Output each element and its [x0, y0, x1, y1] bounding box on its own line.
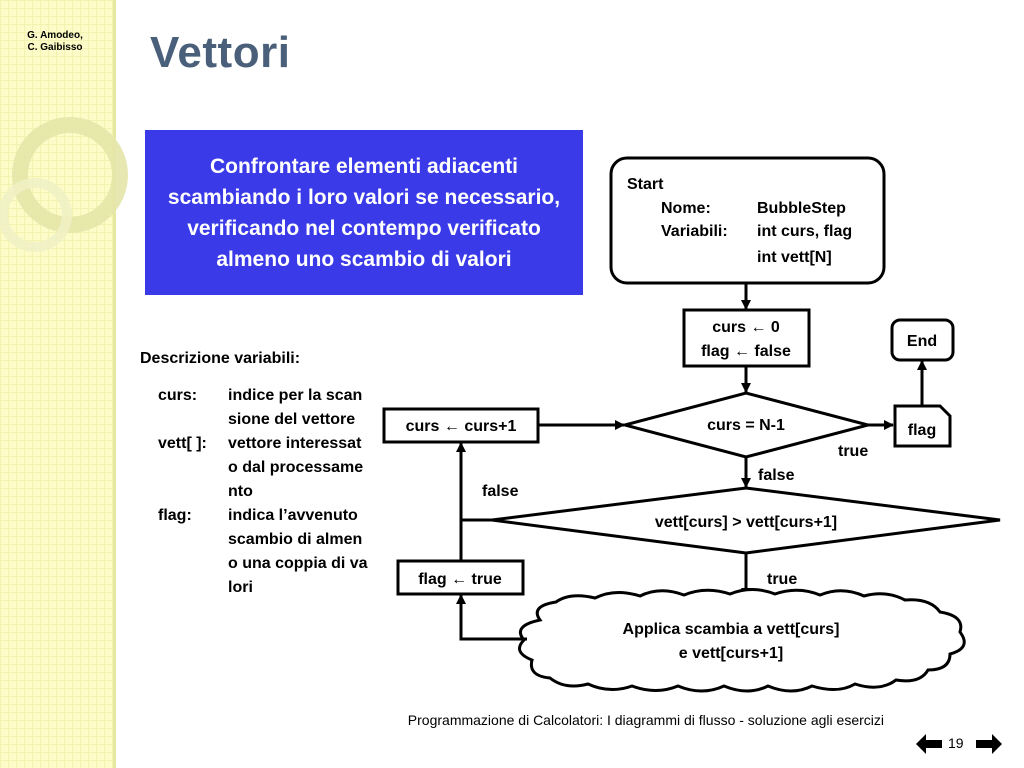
- description-text: Confrontare elementi adiacenti scambiand…: [167, 154, 561, 271]
- start-vars-value-2: int vett[N]: [757, 249, 832, 266]
- arrow-swap-setflag: [456, 594, 527, 641]
- variable-row: curs: indice per la scansione del vettor…: [158, 384, 370, 432]
- swap-line-2: e vett[curs+1]: [679, 645, 784, 662]
- authors: G. Amodeo, C. Gaibisso: [14, 30, 96, 54]
- variable-desc: indica l’avvenuto scambio di almeno una …: [228, 507, 368, 596]
- end-box: [890, 318, 955, 362]
- page-number: 19: [948, 735, 964, 751]
- label-true-2: true: [767, 571, 797, 588]
- variable-name: flag:: [158, 507, 192, 524]
- arrow-left-icon[interactable]: [916, 734, 942, 754]
- variable-name: curs:: [158, 387, 198, 404]
- label-false-1: false: [758, 467, 795, 484]
- arrow-false-inc: [456, 442, 492, 522]
- footer-text: Programmazione di Calcolatori: I diagram…: [407, 712, 884, 728]
- slide-title: Vettori: [150, 28, 291, 77]
- cond-cmp-text: vett[curs] > vett[curs+1]: [655, 514, 837, 531]
- set-flag-text: flag ← true: [418, 571, 502, 588]
- init-line-1: curs ← 0: [712, 319, 780, 336]
- start-name-key: Nome:: [661, 200, 711, 217]
- init-line-2: flag ← false: [701, 343, 791, 360]
- label-false-2: false: [482, 483, 519, 500]
- author-line-2: C. Gaibisso: [27, 42, 83, 53]
- start-vars-value-1: int curs, flag: [757, 223, 852, 240]
- end-text: End: [907, 333, 937, 350]
- set-flag-box: [396, 559, 525, 596]
- variable-name: vett[ ]:: [158, 435, 207, 452]
- inc-text: curs ← curs+1: [406, 418, 517, 435]
- variable-row: flag: indica l’avvenuto scambio di almen…: [158, 504, 370, 600]
- start-label: Start: [627, 176, 664, 193]
- description-box: Confrontare elementi adiacenti scambiand…: [145, 130, 583, 295]
- arrow-right-icon[interactable]: [976, 734, 1002, 754]
- cond-end-text: curs = N-1: [707, 417, 785, 434]
- start-name-value: BubbleStep: [757, 200, 846, 217]
- variable-row: vett[ ]: vettore interessato dal process…: [158, 432, 370, 504]
- variables-heading: Descrizione variabili:: [140, 350, 301, 367]
- cond-cmp-diamond: [491, 486, 1001, 555]
- variable-desc: vettore interessato dal processamento: [228, 435, 364, 500]
- flag-output: [893, 404, 952, 448]
- swap-line-1: Applica scambia a vett[curs]: [623, 621, 840, 638]
- variables-table: curs: indice per la scansione del vettor…: [158, 384, 370, 600]
- label-true-1: true: [838, 443, 868, 460]
- start-vars-key: Variabili:: [661, 223, 728, 240]
- sidebar-edge: [113, 0, 116, 768]
- swap-cloud: [518, 588, 966, 693]
- variable-desc: indice per la scansione del vettore: [228, 387, 363, 428]
- flag-output-text: flag: [908, 422, 936, 439]
- author-line-1: G. Amodeo,: [27, 30, 83, 41]
